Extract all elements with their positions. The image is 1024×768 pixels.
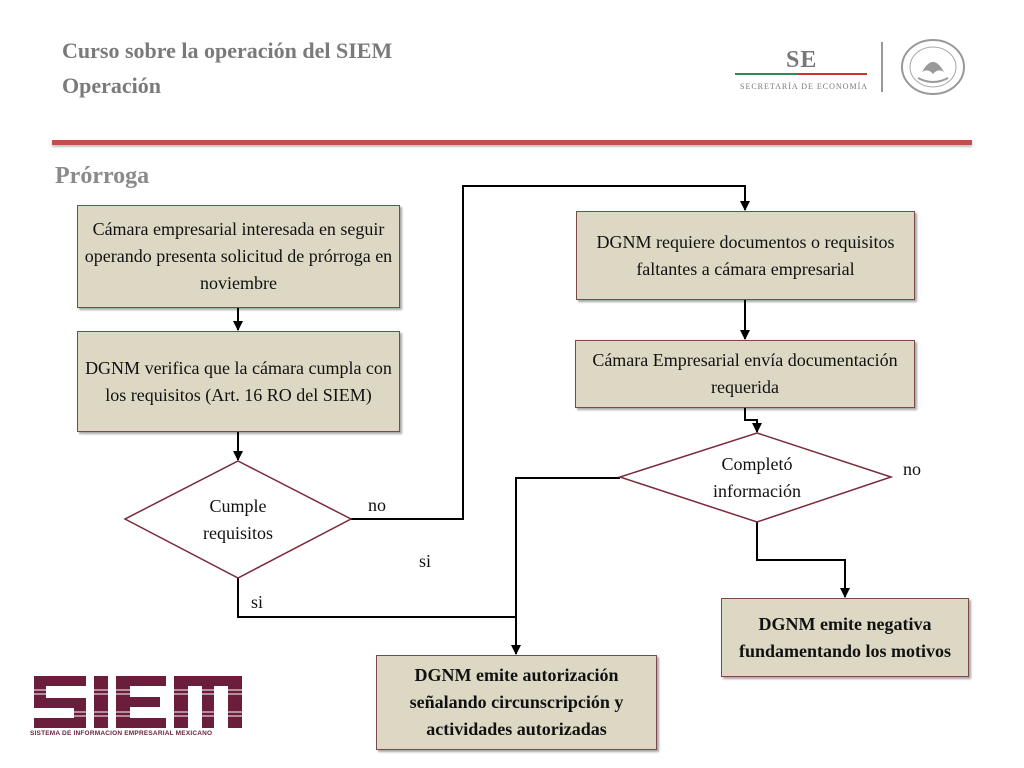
node-dgnm-requiere: DGNM requiere documentos o requisitos fa… (576, 211, 915, 300)
edge-label-cumple-si: si (251, 592, 264, 612)
edge-label-cumple-no: no (368, 495, 386, 515)
decision-cumple-label: Cumple requisitos (203, 496, 273, 543)
node-dgnm-negativa: DGNM emite negativa fundamentando los mo… (721, 598, 969, 677)
siem-logo-subtitle: SISTEMA DE INFORMACION EMPRESARIAL MEXIC… (30, 730, 213, 737)
section-title: Prórroga (55, 163, 150, 189)
edge-completo-si (511, 477, 620, 655)
edge-cumple-si (237, 578, 516, 618)
node-dgnm-autorizacion: DGNM emite autorización señalando circun… (376, 655, 657, 750)
decision-completo-label: Completó información (713, 454, 801, 501)
edge-cumple-no (350, 185, 750, 520)
edge-label-completo-si: si (419, 551, 432, 571)
header-divider (52, 140, 972, 145)
edge-envia-completo (744, 408, 762, 433)
se-logo (735, 73, 867, 75)
course-subtitle: Operación (62, 73, 161, 98)
se-logo-subtitle: SECRETARÍA DE ECONOMÍA (740, 82, 869, 91)
decision-completo-informacion (617, 432, 894, 523)
siem-logo (30, 676, 245, 728)
node-camara-solicitud: Cámara empresarial interesada en seguir … (77, 205, 400, 308)
edge-label-completo-no: no (903, 459, 921, 479)
course-title: Curso sobre la operación del SIEM (62, 38, 393, 63)
header-separator (881, 42, 883, 92)
escudo-nacional-icon (901, 39, 965, 95)
se-logo-text: SE (786, 47, 818, 73)
edge-completo-negativa (756, 522, 850, 598)
node-dgnm-verifica: DGNM verifica que la cámara cumpla con l… (77, 331, 400, 432)
node-camara-envia: Cámara Empresarial envía documentación r… (575, 340, 915, 408)
decision-cumple-requisitos (123, 460, 353, 579)
